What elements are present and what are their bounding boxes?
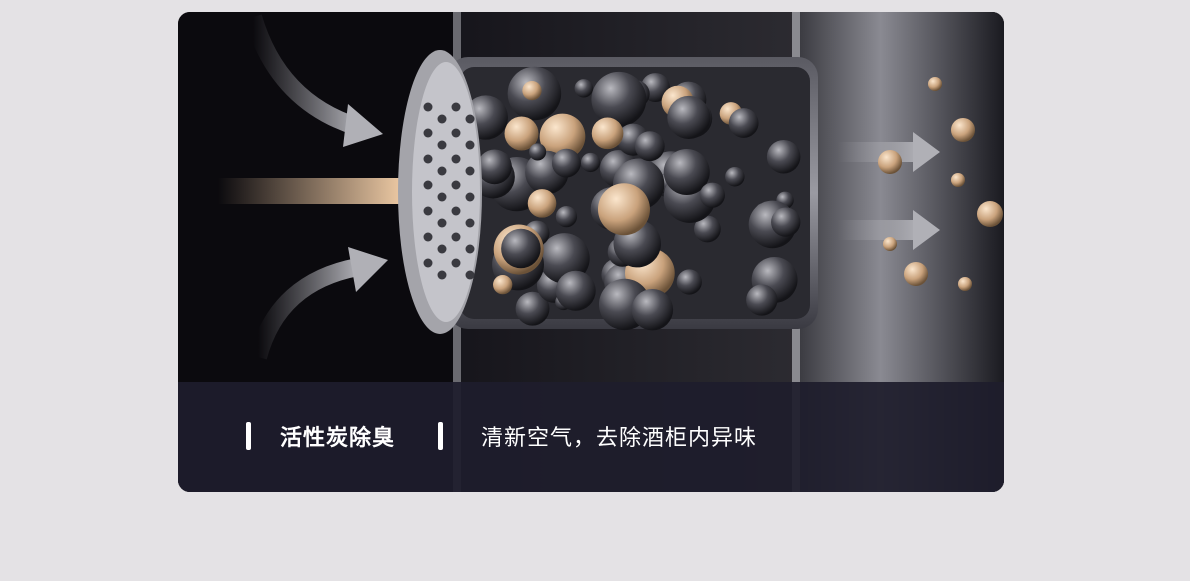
hole [437,166,447,176]
hole [465,114,475,124]
carbon-sphere [551,148,581,178]
hole [451,102,461,112]
carbon-sphere [527,189,557,218]
carbon-sphere [699,182,725,208]
carbon-sphere [555,270,596,311]
carbon-sphere [529,143,547,161]
particle [977,201,1003,227]
hole [437,244,447,254]
hole [437,270,447,280]
divider-bar [246,422,251,450]
carbon-sphere [555,206,578,228]
carbon-sphere [725,167,745,187]
hole [465,218,475,228]
feature-card: 活性炭除臭 清新空气，去除酒柜内异味 [178,12,1004,492]
feature-caption: 活性炭除臭 清新空气，去除酒柜内异味 [178,382,1004,492]
carbon-sphere [591,71,647,127]
particle [878,150,902,174]
hole [451,206,461,216]
hole [451,128,461,138]
hole [423,102,433,112]
particle [951,173,965,187]
hole [423,258,433,268]
carbon-sphere [574,79,594,98]
carbon-sphere [580,152,601,173]
carbon-sphere [771,207,801,237]
feature-title: 活性炭除臭 [280,426,396,451]
carbon-sphere [597,183,650,236]
particle [951,118,975,142]
fresh-air-particles [878,77,1003,291]
filter-holes [423,102,475,280]
carbon-granules [463,66,801,331]
particle [958,277,972,291]
carbon-sphere [522,80,542,101]
hole [451,180,461,190]
hole [437,218,447,228]
carbon-sphere [694,215,721,243]
carbon-sphere [501,228,541,269]
activated-carbon-filter-illustration [178,12,1004,492]
hole [465,270,475,280]
particle [904,262,928,286]
hole [423,128,433,138]
hole [437,140,447,150]
hole [451,232,461,242]
hole [423,206,433,216]
hole [423,154,433,164]
particle [883,237,897,251]
carbon-sphere [766,139,801,174]
carbon-sphere [728,108,759,138]
carbon-sphere [676,269,702,295]
hole [451,258,461,268]
carbon-sphere [477,149,512,185]
carbon-sphere [667,95,711,139]
carbon-sphere [634,131,665,162]
hole [465,244,475,254]
carbon-sphere [663,149,710,196]
hole [465,192,475,202]
hole [451,154,461,164]
carbon-sphere [631,288,674,331]
carbon-sphere [504,116,539,151]
feature-description: 清新空气，去除酒柜内异味 [481,426,758,451]
hole [437,192,447,202]
carbon-sphere [515,291,550,326]
particle [928,77,942,91]
carbon-sphere [493,274,513,295]
hole [465,140,475,150]
divider-bar [438,422,443,450]
hole [423,232,433,242]
carbon-sphere [591,117,624,150]
hole [437,114,447,124]
carbon-sphere [746,284,778,316]
hole [423,180,433,190]
carbon-sphere [539,113,586,160]
hole [465,166,475,176]
